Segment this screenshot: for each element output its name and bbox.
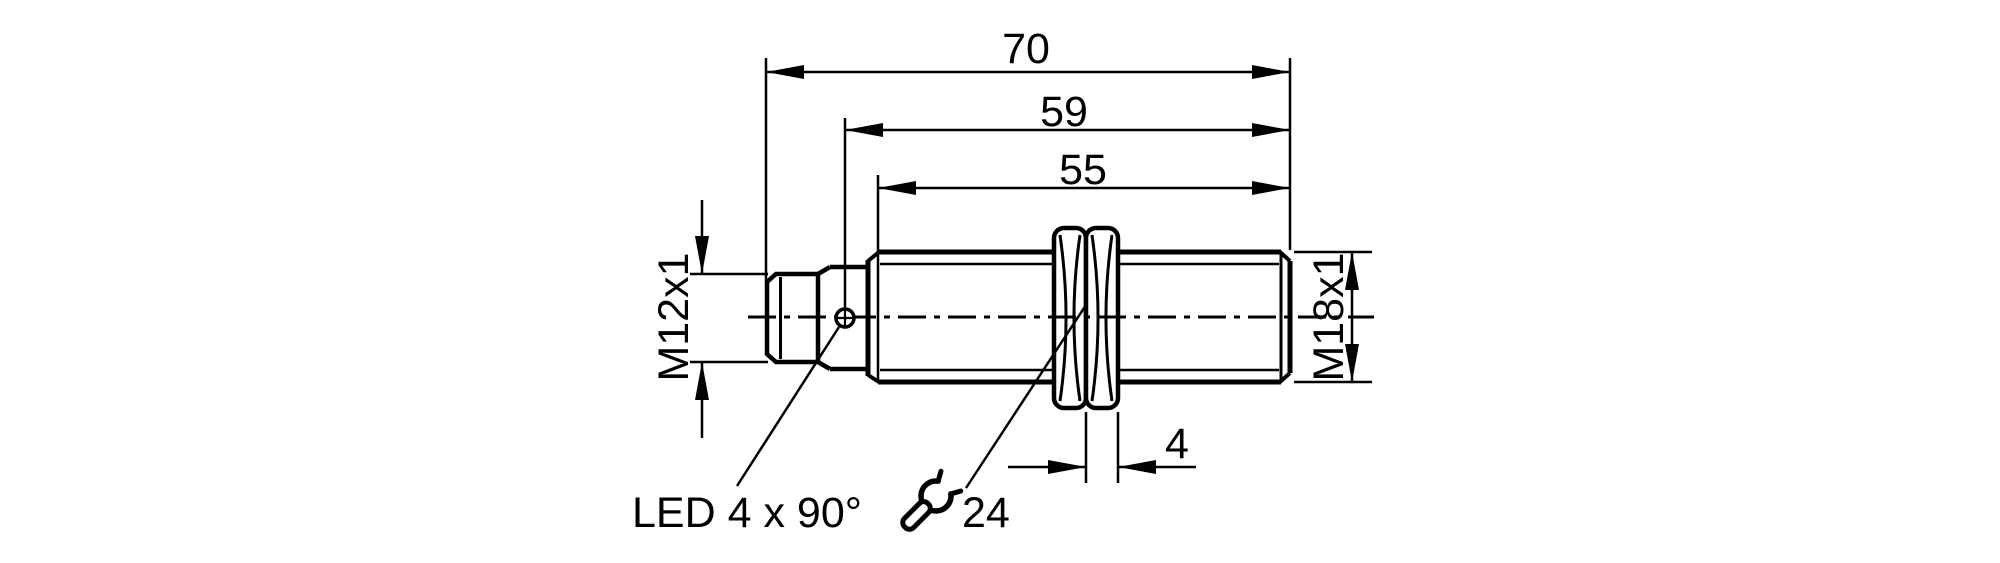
arrowhead-left (1118, 460, 1156, 474)
dimension-length-to-led: 59 (843, 88, 1290, 308)
sensor-outline (748, 225, 1374, 411)
led-indicator (834, 307, 856, 329)
arrowhead-left (766, 65, 804, 79)
dim-m18-label: M18x1 (1305, 252, 1353, 381)
dimension-thread-length: 55 (876, 146, 1290, 382)
dimension-connector-thread: M12x1 (650, 200, 768, 438)
arrowhead-left (878, 181, 916, 195)
wrench-icon (900, 468, 964, 532)
dimension-housing-thread: M18x1 (1294, 250, 1372, 384)
wrench-leader-line (964, 304, 1088, 489)
arrowhead-right (1252, 65, 1290, 79)
dim-m12-label: M12x1 (650, 252, 698, 381)
arrowhead-right (1252, 123, 1290, 137)
dim-4-label: 4 (1165, 420, 1189, 468)
dimension-nut-thickness: 4 (1008, 412, 1196, 483)
arrowhead-down (1345, 344, 1359, 382)
dimension-overall-length: 70 (764, 25, 1292, 282)
arrowhead-up (695, 362, 709, 400)
dim-70-label: 70 (1002, 25, 1050, 73)
arrowhead-down (695, 236, 709, 274)
led-leader-line (735, 326, 841, 487)
arrowhead-left (845, 123, 883, 137)
callouts (735, 304, 1088, 489)
arrowhead-right (1252, 181, 1290, 195)
wrench-size-label: 24 (962, 489, 1010, 537)
dimensions: 70 59 55 M12x1 (650, 25, 1372, 483)
led-label: LED 4 x 90° (632, 489, 862, 537)
dim-55-label: 55 (1059, 146, 1107, 194)
dim-59-label: 59 (1040, 88, 1088, 136)
arrowhead-up (1345, 252, 1359, 290)
arrowhead-right (1048, 460, 1086, 474)
